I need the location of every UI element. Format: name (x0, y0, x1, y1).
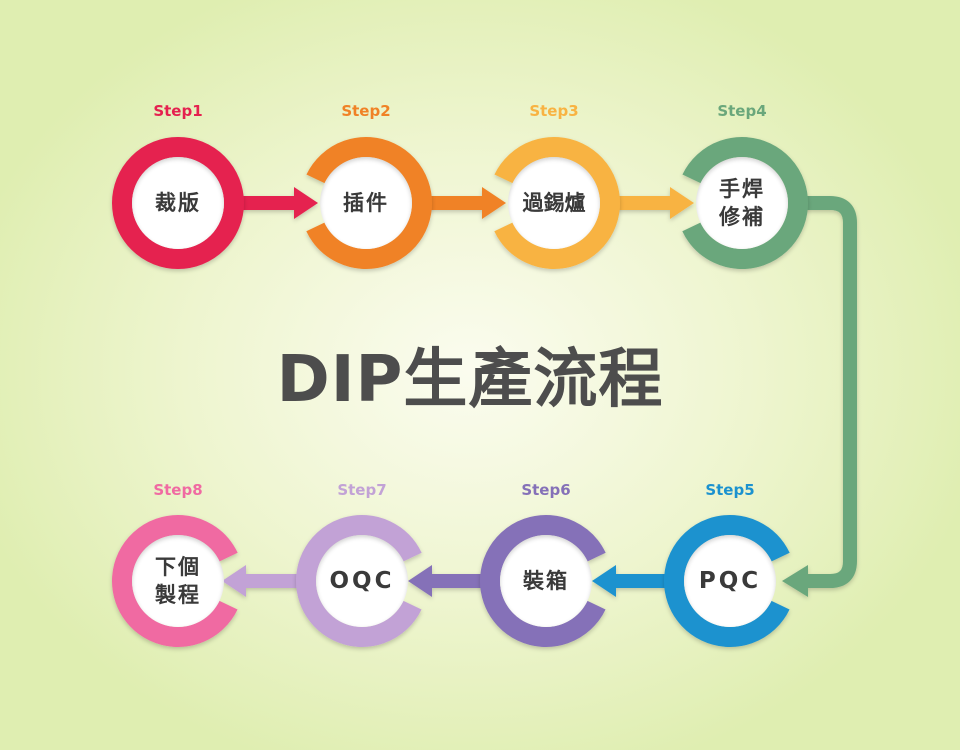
step-label-2: Step2 (341, 102, 391, 120)
step-text-7: OQC (329, 568, 395, 594)
step-text-4: 手焊修補 (719, 177, 765, 229)
step-ring-6 (480, 515, 612, 647)
step-label-8: Step8 (153, 481, 203, 499)
diagram-title: DIP生產流程 (276, 343, 664, 417)
step-ring-8 (112, 515, 244, 647)
step-node-2: 插件 (320, 157, 412, 249)
connector-4-5 (796, 196, 857, 588)
step-text-3: 過錫爐 (522, 191, 586, 215)
step-text-5: PQC (698, 568, 762, 594)
step-node-1: 裁版 (132, 157, 224, 249)
step-node-5: PQC (684, 535, 776, 627)
step-text-1: 裁版 (155, 191, 201, 215)
step-text-6: 裝箱 (523, 569, 569, 593)
step-text-8: 下個製程 (155, 555, 201, 607)
arrow-5-6 (592, 565, 676, 597)
step-node-8: 下個製程 (132, 535, 224, 627)
step-ring-2 (300, 137, 432, 269)
step-node-6: 裝箱 (500, 535, 592, 627)
arrow-head-4-5 (782, 565, 808, 597)
arrow-3-4 (608, 187, 694, 219)
step-label-6: Step6 (521, 481, 571, 499)
step-node-3: 過錫爐 (508, 157, 600, 249)
step-text-2: 插件 (343, 191, 389, 215)
arrow-1-2 (232, 187, 318, 219)
step-label-4: Step4 (717, 102, 767, 120)
arrow-7-8 (222, 565, 308, 597)
arrow-6-7 (408, 565, 492, 597)
connectors (222, 187, 857, 597)
rings (112, 137, 809, 647)
step-ring-3 (488, 137, 620, 269)
step-ring-7 (296, 515, 428, 647)
step-node-7: OQC (316, 535, 408, 627)
step-label-3: Step3 (529, 102, 579, 120)
arrow-2-3 (420, 187, 506, 219)
step-node-4: 手焊修補 (696, 157, 788, 249)
step-label-7: Step7 (337, 481, 387, 499)
step-label-1: Step1 (153, 102, 203, 120)
step-ring-4 (676, 137, 809, 269)
step-ring-5 (664, 515, 796, 647)
step-label-5: Step5 (705, 481, 755, 499)
step-ring-1 (112, 137, 244, 269)
